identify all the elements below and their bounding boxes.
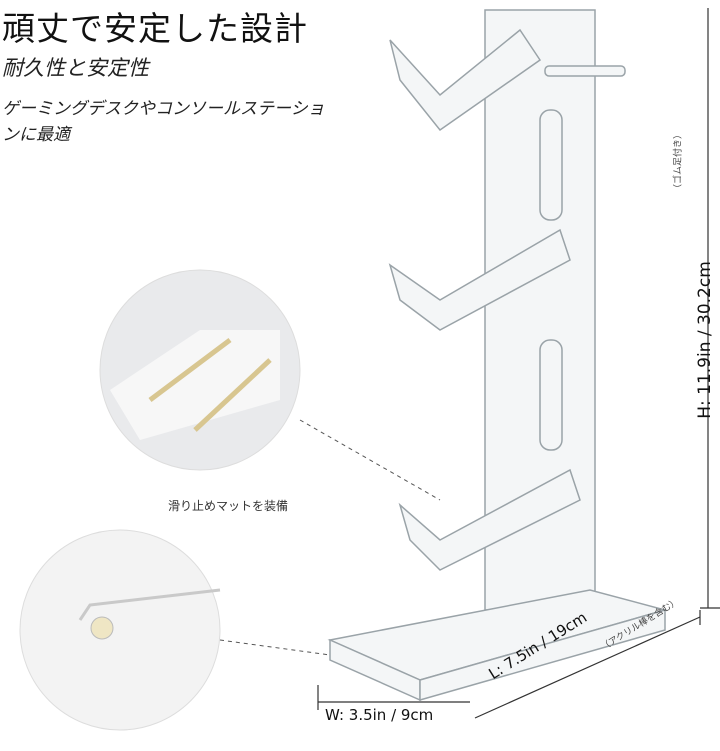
height-note: （ゴム足付き） xyxy=(673,130,684,194)
detail-circle-mat xyxy=(99,269,301,471)
acrylic-stand xyxy=(327,9,668,702)
detail-circle-foot xyxy=(19,529,221,731)
description: ゲーミングデスクやコンソールステーションに最適 xyxy=(2,99,325,145)
page-title: 頑丈で安定した設計 xyxy=(2,9,308,48)
leader-lines xyxy=(219,419,441,656)
subtitle: 耐久性と安定性 xyxy=(2,56,149,80)
height-dimension: H: 11.9in / 30.2cm xyxy=(695,261,715,419)
detail-caption: 滑り止めマットを装備 xyxy=(168,499,289,513)
dimension-lines xyxy=(317,8,720,719)
width-dimension: W: 3.5in / 9cm xyxy=(325,706,434,724)
